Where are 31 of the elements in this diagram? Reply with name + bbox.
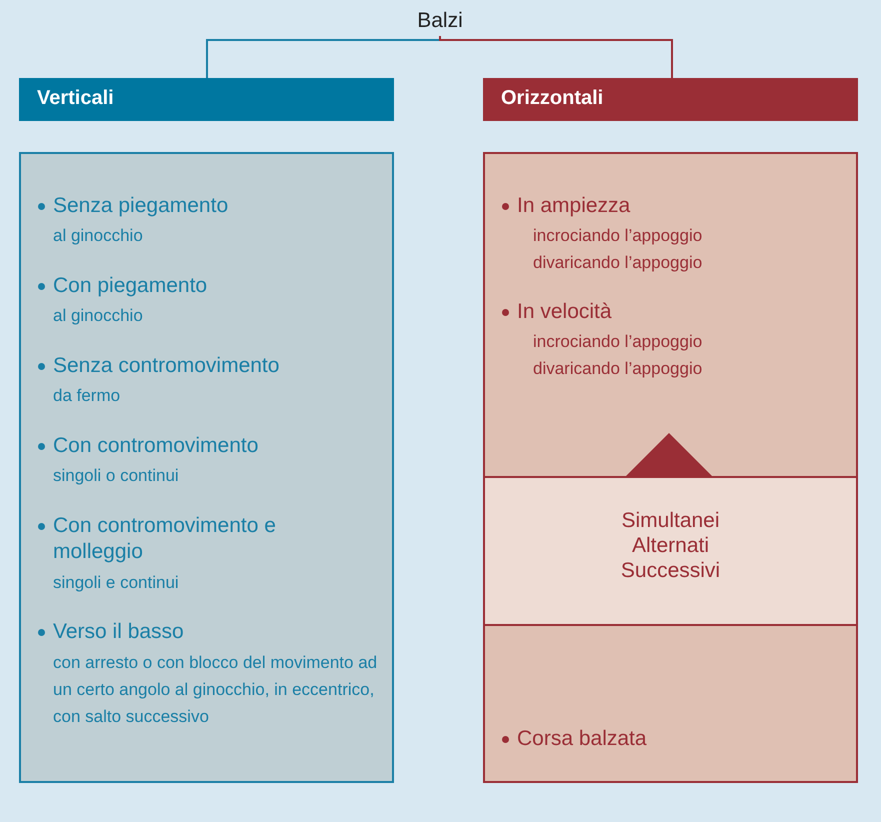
item-detail: divaricando l’appoggio bbox=[533, 252, 702, 274]
item-detail: al ginocchio bbox=[53, 225, 143, 247]
item-heading: In ampiezza bbox=[517, 193, 630, 219]
item-detail: al ginocchio bbox=[53, 305, 143, 327]
connector-line bbox=[206, 36, 441, 78]
item-heading: Con contromovimento e molleggio bbox=[53, 513, 277, 565]
item-heading: Senza contromovimento bbox=[53, 353, 280, 379]
pointer-triangle bbox=[626, 433, 712, 476]
item-detail: divaricando l’appoggio bbox=[533, 358, 702, 380]
category-header: Orizzontali bbox=[483, 78, 858, 121]
category-panel bbox=[483, 152, 858, 783]
category-panel bbox=[19, 152, 394, 783]
item-detail: da fermo bbox=[53, 385, 120, 407]
item-heading: Con contromovimento bbox=[53, 433, 258, 459]
list-item: Successivi bbox=[620, 558, 722, 583]
item-heading: Corsa balzata bbox=[517, 726, 647, 752]
item-detail: incrociando l’appoggio bbox=[533, 331, 702, 353]
item-heading: Con piegamento bbox=[53, 273, 208, 299]
band-box bbox=[485, 476, 856, 626]
item-detail: singoli o continui bbox=[53, 465, 179, 487]
item-detail: incrociando l’appoggio bbox=[533, 225, 702, 247]
list-item: Simultanei bbox=[620, 508, 721, 533]
category-header: Verticali bbox=[19, 78, 394, 121]
item-heading: In velocità bbox=[517, 299, 612, 325]
item-detail: con arresto o con blocco del movimento ad un certo angolo al ginocchio, in eccentrico, con salto successivo bbox=[53, 652, 378, 728]
connector-line bbox=[439, 36, 673, 78]
root-label: Balzi bbox=[395, 6, 485, 36]
list-item: Alternati bbox=[630, 533, 710, 558]
item-detail: singoli e continui bbox=[53, 572, 179, 594]
item-heading: Verso il basso bbox=[53, 619, 184, 645]
item-heading: Senza piegamento bbox=[53, 193, 228, 219]
